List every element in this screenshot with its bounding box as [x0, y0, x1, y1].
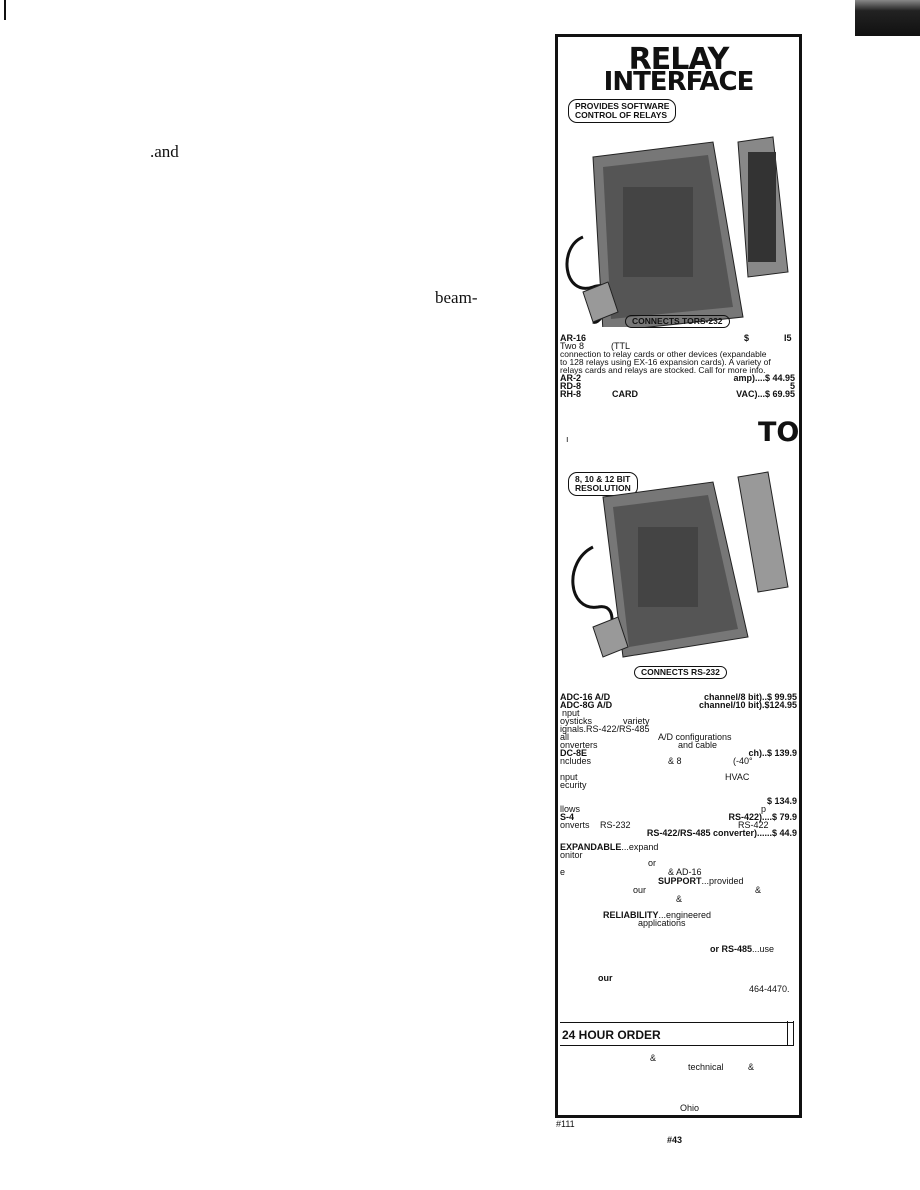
product-s4: S-4	[560, 812, 575, 822]
body-text-fragment: beam-	[435, 288, 478, 307]
text: ...provided	[701, 876, 744, 886]
text: all	[560, 732, 570, 742]
price: VAC)...$ 69.95	[736, 389, 795, 399]
connects-rs232-badge: CONNECTS RS-232	[634, 666, 727, 679]
text: onitor	[560, 850, 583, 860]
section-heading-fragment: TO	[758, 417, 800, 448]
text: p	[761, 804, 767, 814]
product-rh8: RH-8	[560, 389, 582, 399]
badge-line: CONTROL OF RELAYS	[575, 110, 668, 120]
text: relays cards and relays are stocked. Cal…	[560, 365, 766, 375]
badge-line: 8, 10 & 12 BIT	[575, 474, 631, 484]
text: technical	[688, 1062, 724, 1072]
price: ch)..$ 139.9	[748, 748, 797, 758]
text: e	[560, 867, 566, 877]
text: or	[710, 944, 719, 954]
reader-service-number: #43	[667, 1135, 683, 1145]
price: 5	[789, 381, 795, 391]
text: or	[648, 858, 657, 868]
text: Two 8	[560, 341, 585, 351]
text: variety	[623, 716, 650, 726]
text: our	[598, 973, 613, 983]
order-label: 24 HOUR ORDER	[562, 1028, 661, 1042]
order-hotline-box: 24 HOUR ORDER	[560, 1021, 794, 1046]
text: ignals.RS-422/RS-485	[560, 724, 650, 734]
text: and cable	[678, 740, 718, 750]
price: $ 134.9	[766, 796, 797, 806]
ad-title-line1: RELAY	[628, 42, 730, 77]
text: applications	[638, 918, 686, 928]
price: RS-422)....$ 79.9	[728, 812, 797, 822]
ad-title-line2: INTERFACE	[603, 67, 755, 97]
text: & AD-16	[668, 867, 702, 877]
text: to 128 relays using EX-16 expansion card…	[560, 357, 771, 367]
text: Ohio	[680, 1103, 700, 1113]
text: RS-232	[600, 820, 631, 830]
relay-board-photo	[565, 136, 789, 327]
text: ecurity	[560, 780, 587, 790]
text: our	[633, 885, 647, 895]
product-ar16: AR-16	[560, 333, 587, 343]
text: &	[748, 1062, 755, 1072]
connects-rs232-badge: CONNECTS TORS-232	[625, 315, 730, 328]
text: HVAC	[725, 772, 750, 782]
reader-service-number: #111	[556, 1119, 575, 1129]
text: nput	[562, 708, 580, 718]
box-edge	[787, 1021, 794, 1045]
product-adc16: ADC-16 A/D	[560, 692, 611, 702]
text: llows	[560, 804, 581, 814]
price: channel/8 bit)..$ 99.95	[703, 692, 797, 702]
text: RS-485	[721, 944, 753, 954]
product-rd8: RD-8	[560, 381, 582, 391]
feature-expandable: EXPANDABLE	[560, 842, 622, 852]
text: RS-422	[738, 820, 769, 830]
feature-badge-software-control: PROVIDES SOFTWARE CONTROL OF RELAYS	[568, 99, 677, 123]
text: &	[676, 894, 683, 904]
text: &	[755, 885, 762, 895]
text: ...engineered	[658, 910, 712, 920]
text: onverts	[560, 820, 590, 830]
price: I5	[784, 333, 792, 343]
product-ar2: AR-2	[560, 373, 582, 383]
resolution-badge: 8, 10 & 12 BIT RESOLUTION	[568, 472, 638, 496]
text: & 8	[668, 756, 682, 766]
badge-line: PROVIDES SOFTWARE	[575, 101, 670, 111]
price: channel/10 bit).$124.95	[698, 700, 797, 710]
text: nput	[560, 772, 578, 782]
feature-support: SUPPORT	[658, 876, 702, 886]
text: A/D configurations	[658, 732, 732, 742]
top-right-scan-patch	[855, 0, 920, 36]
phone-number: 464-4470.	[749, 984, 790, 994]
badge-line: RESOLUTION	[575, 483, 631, 493]
text: connection to relay cards or other devic…	[560, 349, 767, 359]
text: &	[650, 1053, 657, 1063]
text: (-40°	[733, 756, 753, 766]
body-text-fragment: .and	[150, 142, 179, 161]
adc-board-photo	[571, 471, 789, 658]
text: onverters	[560, 740, 598, 750]
product-adc8g: ADC-8G A/D	[560, 700, 613, 710]
text: (TTL	[611, 341, 630, 351]
text: CARD	[612, 389, 638, 399]
price: $	[744, 333, 750, 343]
text: oysticks	[560, 716, 593, 726]
text: ncludes	[560, 756, 592, 766]
text: ...use	[752, 944, 775, 954]
product-adc8e: DC-8E	[560, 748, 588, 758]
mark: ı	[566, 434, 569, 444]
price: amp)....$ 44.95	[733, 373, 795, 383]
top-left-mark	[4, 0, 6, 20]
price: RS-422/RS-485 converter)......$ 44.9	[646, 828, 797, 838]
text: ...expand	[621, 842, 659, 852]
relay-interface-advertisement: RELAY INTERFACE PROVIDES SOFTWARE CONTRO…	[555, 34, 802, 1118]
feature-reliability: RELIABILITY	[603, 910, 659, 920]
